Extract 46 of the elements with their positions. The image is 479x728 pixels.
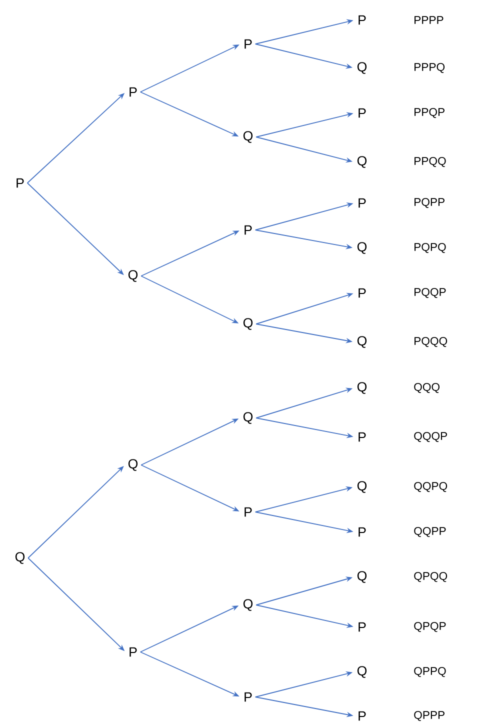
outcome-label: P	[358, 198, 366, 208]
outcome-label: P	[358, 288, 366, 298]
outcome-label: P	[358, 108, 366, 118]
sequence-label: PQQQ	[414, 336, 448, 348]
outcome-label: Q	[357, 571, 367, 583]
outcome-label: Q	[15, 552, 25, 564]
outcome-label: Q	[243, 318, 253, 330]
outcome-label: Q	[128, 459, 138, 471]
outcome-label: P	[244, 692, 252, 702]
outcome-label: Q	[357, 62, 367, 74]
outcome-label: Q	[243, 599, 253, 611]
sequence-label: QPQQ	[414, 572, 448, 582]
outcome-label: P	[358, 711, 366, 721]
sequence-label: QQQP	[414, 432, 448, 442]
outcome-label: Q	[243, 412, 253, 424]
sequence-label: PQPQ	[414, 242, 446, 254]
outcome-label: Q	[128, 270, 138, 282]
outcome-label: Q	[357, 481, 367, 493]
sequence-label: QQPQ	[414, 482, 448, 492]
sequence-label: QQQ	[414, 382, 440, 394]
outcome-label: P	[358, 432, 366, 442]
sequence-label: QQPP	[414, 527, 446, 538]
sequence-label: PQQP	[414, 288, 446, 298]
outcome-label: P	[358, 622, 366, 632]
outcome-label: Q	[357, 336, 367, 348]
sequence-label: PPQP	[414, 108, 444, 118]
outcome-label: Q	[357, 156, 367, 168]
outcome-label: Q	[243, 131, 253, 143]
sequence-label: PPPQ	[414, 62, 445, 74]
outcome-label: P	[244, 225, 252, 235]
sequence-label: QPPP	[414, 711, 444, 722]
sequence-label: PQPP	[414, 198, 444, 208]
outcome-label: Q	[357, 242, 367, 254]
outcome-label: P	[130, 87, 137, 97]
outcome-label: P	[244, 507, 252, 517]
outcome-label: P	[244, 39, 252, 49]
outcome-label: Q	[357, 666, 367, 678]
sequence-label: QPPQ	[414, 667, 446, 678]
outcome-label: Q	[357, 382, 367, 394]
outcome-label: P	[16, 178, 24, 188]
outcome-label: P	[130, 647, 137, 657]
sequence-label: QPQP	[414, 622, 446, 632]
sequence-label: PPQQ	[414, 156, 446, 168]
outcome-label: P	[358, 15, 366, 25]
outcome-label: P	[358, 527, 366, 537]
sequence-label: PPPP	[414, 16, 444, 24]
